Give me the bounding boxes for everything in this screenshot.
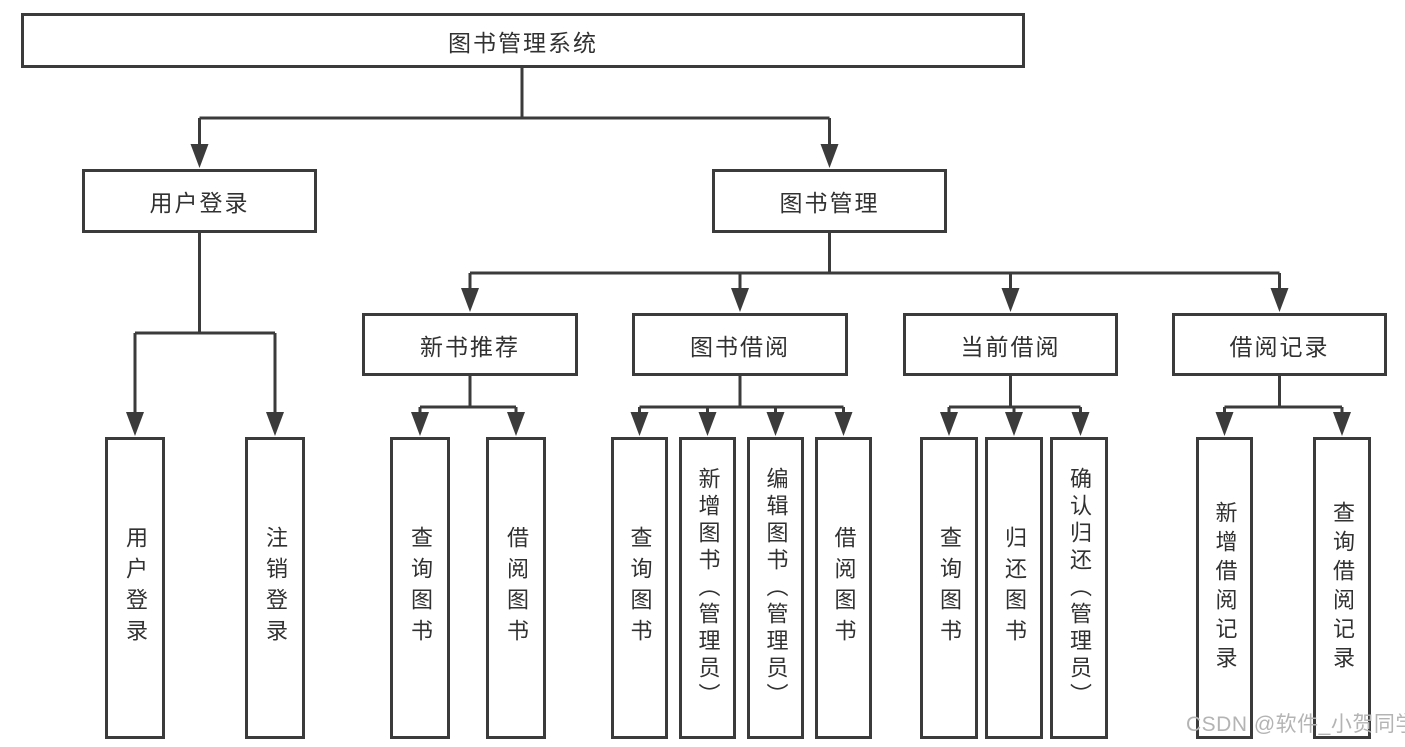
node-leaf-user-login: 用户登录 <box>105 437 165 739</box>
node-book-borrow: 图书借阅 <box>632 313 848 376</box>
node-leaf-edit-books-admin: 编辑图书（管理员） <box>747 437 804 739</box>
arrowheads <box>126 144 1351 436</box>
node-leaf-logout-label: 注销登录 <box>263 526 288 650</box>
node-new-book-rec: 新书推荐 <box>362 313 578 376</box>
node-book-mgmt-label: 图书管理 <box>779 190 880 216</box>
node-new-book-rec-label: 新书推荐 <box>420 333 520 360</box>
connector-root-to-level2 <box>198 68 831 146</box>
node-leaf-user-login-label: 用户登录 <box>123 526 148 650</box>
node-leaf-query-books-current: 查询图书 <box>920 437 978 739</box>
node-leaf-borrow-books-rec-label: 借阅图书 <box>504 526 529 650</box>
node-leaf-add-books-admin: 新增图书（管理员） <box>679 437 736 739</box>
node-leaf-add-books-admin-label: 新增图书（管理员） <box>695 466 721 710</box>
node-leaf-query-borrow-record: 查询借阅记录 <box>1313 437 1371 739</box>
node-leaf-logout: 注销登录 <box>245 437 305 739</box>
node-leaf-confirm-return-admin-label: 确认归还（管理员） <box>1067 466 1092 710</box>
node-leaf-query-books-borrow-label: 查询图书 <box>627 526 653 650</box>
node-leaf-query-books-rec-label: 查询图书 <box>408 526 433 650</box>
node-root: 图书管理系统 <box>21 13 1025 68</box>
node-leaf-borrow-books-label: 借阅图书 <box>831 526 857 650</box>
node-user-login: 用户登录 <box>82 169 317 233</box>
node-leaf-add-borrow-record-label: 新增借阅记录 <box>1212 501 1238 675</box>
node-current-borrow-label: 当前借阅 <box>960 333 1061 360</box>
node-book-borrow-label: 图书借阅 <box>690 333 790 360</box>
node-leaf-return-books-label: 归还图书 <box>1002 526 1027 650</box>
connector-book-borrow-children <box>638 376 845 414</box>
node-borrow-records-label: 借阅记录 <box>1229 333 1330 360</box>
connector-current-borrow-children <box>947 376 1082 414</box>
node-leaf-borrow-books: 借阅图书 <box>815 437 872 739</box>
watermark: CSDN @软件_小贺同学 <box>1186 713 1405 736</box>
node-leaf-add-borrow-record: 新增借阅记录 <box>1196 437 1253 739</box>
node-leaf-query-books-borrow: 查询图书 <box>611 437 668 739</box>
connector-user-login-children <box>133 233 277 414</box>
node-leaf-borrow-books-rec: 借阅图书 <box>486 437 546 739</box>
node-user-login-label: 用户登录 <box>149 190 250 216</box>
connector-new-book-rec-children <box>418 376 518 414</box>
node-leaf-query-books-rec: 查询图书 <box>390 437 450 739</box>
node-leaf-confirm-return-admin: 确认归还（管理员） <box>1050 437 1108 739</box>
node-leaf-edit-books-admin-label: 编辑图书（管理员） <box>763 466 789 710</box>
node-leaf-return-books: 归还图书 <box>985 437 1043 739</box>
node-leaf-query-books-current-label: 查询图书 <box>937 526 962 650</box>
node-leaf-query-borrow-record-label: 查询借阅记录 <box>1330 501 1355 675</box>
node-current-borrow: 当前借阅 <box>903 313 1118 376</box>
node-borrow-records: 借阅记录 <box>1172 313 1387 376</box>
node-book-mgmt: 图书管理 <box>712 169 947 233</box>
connector-book-mgmt-children <box>468 233 1281 291</box>
connector-borrow-records-children <box>1223 376 1344 414</box>
node-root-label: 图书管理系统 <box>448 29 598 56</box>
